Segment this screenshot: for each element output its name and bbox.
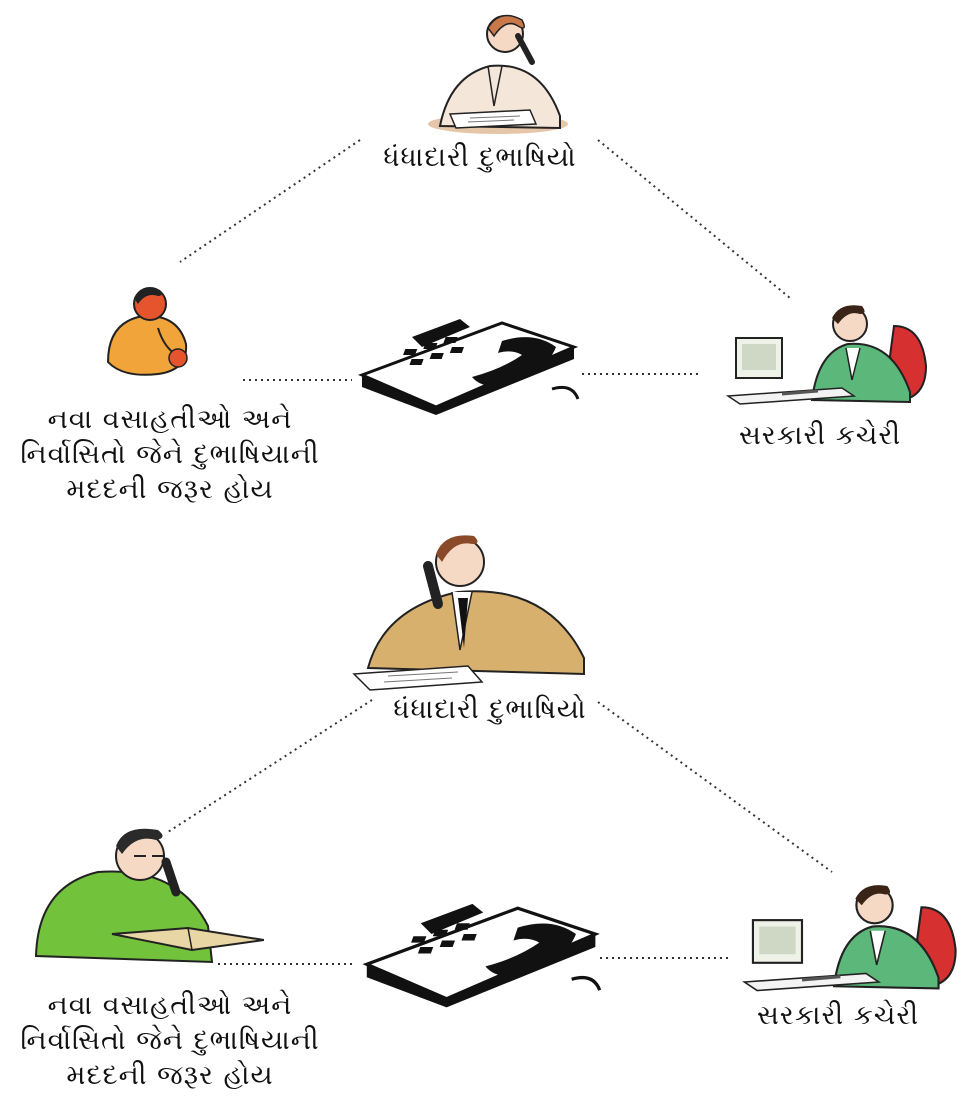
man-reading-book-icon xyxy=(28,816,264,966)
conference-telephone-icon xyxy=(352,303,582,415)
woman-on-phone-writing-icon xyxy=(410,6,580,136)
person-in-orange-icon xyxy=(98,282,198,382)
man-at-computer-desk-icon xyxy=(738,874,962,994)
client-label-line-1: નવા વસાહતીઓ અને xyxy=(47,404,293,435)
client-label-line-2: નિર્વાસિતો જેને દુભાષિયાની xyxy=(20,439,320,470)
diagram-panel-2: ધંધાદારી દુભાષિયો નવા વસાહતીઓ અને નિર્વા… xyxy=(0,535,969,1100)
connector-lines xyxy=(179,139,791,381)
interpreter-label: ધંધાદારી દુભાષિયો xyxy=(393,694,587,725)
man-on-phone-writing-icon xyxy=(348,518,598,696)
client-label: નવા વસાહતીઓ અને નિર્વાસિતો જેને દુભાષિયા… xyxy=(0,988,340,1093)
client-label-line-1: નવા વસાહતીઓ અને xyxy=(47,990,293,1021)
interpreter-label: ધંધાદારી દુભાષિયો xyxy=(383,142,577,173)
connector-lines xyxy=(167,699,833,965)
man-at-computer-desk-icon xyxy=(722,296,932,406)
office-label: સરકારી કચેરી xyxy=(756,1000,920,1031)
conference-telephone-icon xyxy=(356,884,604,1010)
office-label: સરકારી કચેરી xyxy=(738,420,902,451)
client-label-line-2: નિર્વાસિતો જેને દુભાષિયાની xyxy=(20,1025,320,1056)
diagram-panel-1: ધંધાદારી દુભાષિયો નવા વસાહતીઓ અને નિર્વા… xyxy=(0,6,932,507)
client-label-line-3: મદદની જરૂર હોય xyxy=(66,474,274,505)
client-label-line-3: મદદની જરૂર હોય xyxy=(66,1060,274,1091)
client-label: નવા વસાહતીઓ અને નિર્વાસિતો જેને દુભાષિયા… xyxy=(0,402,340,507)
